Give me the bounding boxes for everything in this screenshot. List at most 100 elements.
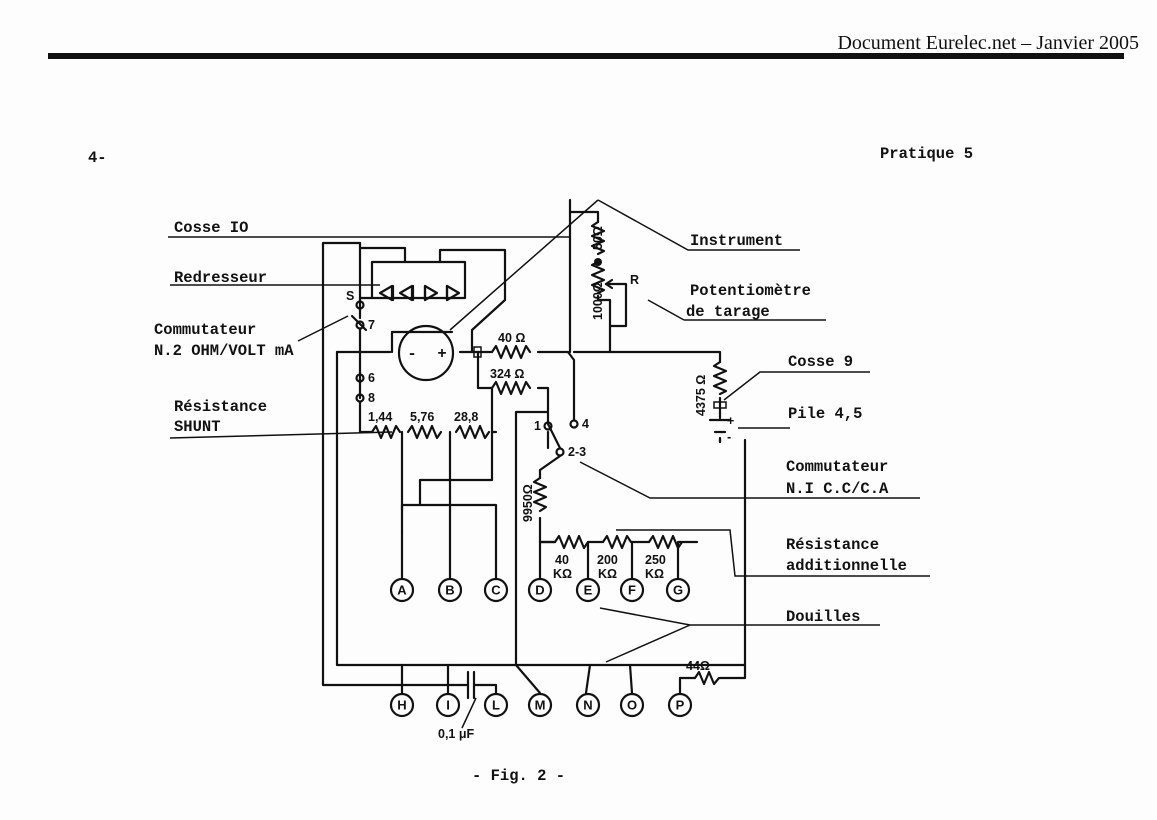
meter-plus: + — [437, 345, 446, 363]
resistor-shunt-1 — [370, 424, 402, 440]
jack-label-c: C — [491, 583, 501, 598]
value-1000-ohm: 1000Ω — [591, 282, 605, 320]
jack-label-n: N — [583, 698, 592, 713]
resistor-4375 — [712, 360, 728, 396]
jack-label-m: M — [535, 698, 546, 713]
label-shunt-line2: SHUNT — [174, 418, 221, 436]
label-potentiometre-line1: Potentiomètre — [690, 282, 811, 300]
jack-f — [619, 577, 645, 603]
jack-i — [435, 692, 461, 718]
switch-pos-8: 8 — [368, 391, 375, 405]
label-shunt-line1: Résistance — [174, 398, 267, 416]
label-commutateur-1-line2: N.I C.C/C.A — [786, 480, 889, 498]
jack-label-l: L — [492, 698, 500, 713]
label-res-add-line2: additionnelle — [786, 557, 907, 575]
value-shunt-1: 1,44 — [368, 410, 392, 424]
switch-pos-2-3: 2-3 — [568, 445, 586, 459]
meter-minus: - — [407, 345, 416, 363]
label-instrument: Instrument — [690, 232, 783, 250]
resistor-9950 — [532, 476, 548, 513]
callout-lines — [168, 199, 930, 663]
label-potentiometre-line2: de tarage — [686, 303, 770, 321]
value-shunt-2: 5,76 — [410, 410, 434, 424]
jack-label-p: P — [676, 698, 685, 713]
jack-a — [389, 577, 415, 603]
resistor-40 — [490, 344, 532, 360]
switch-pos-6: 6 — [368, 371, 375, 385]
value-324-ohm: 324 Ω — [490, 367, 524, 381]
jack-o — [619, 692, 645, 718]
switch-contacts — [355, 300, 579, 457]
value-40k: 40 — [555, 553, 569, 567]
value-200k-unit: KΩ — [598, 567, 617, 581]
capacitor — [458, 670, 484, 729]
resistor-50 — [590, 220, 606, 256]
jack-label-h: H — [397, 698, 406, 713]
resistor-200k — [601, 534, 633, 550]
page-number: 4- — [88, 149, 107, 167]
jack-m — [527, 692, 553, 718]
jack-e — [575, 577, 601, 603]
jack-g — [665, 577, 691, 603]
label-pile: Pile 4,5 — [788, 405, 862, 423]
battery-minus: - — [727, 430, 731, 444]
jack-label-g: G — [673, 583, 683, 598]
jack-b — [437, 577, 463, 603]
jack-n — [575, 692, 601, 718]
switch-pos-s: S — [346, 289, 354, 303]
battery-cell: + - — [708, 401, 734, 444]
junction-dot — [594, 258, 602, 266]
header-rule — [48, 53, 1124, 59]
label-res-add-line1: Résistance — [786, 536, 879, 554]
galvanometer: - + — [397, 324, 482, 382]
value-50-ohm: 50Ω — [591, 226, 605, 250]
jack-label-i: I — [446, 698, 450, 713]
label-cosse-10: Cosse IO — [174, 219, 248, 237]
resistor-shunt-3 — [454, 424, 491, 440]
jack-l — [483, 692, 509, 718]
resistor-40k — [553, 534, 590, 550]
switch-pos-1: 1 — [534, 419, 541, 433]
resistor-1000 — [590, 260, 606, 295]
jack-p — [667, 692, 693, 718]
label-cosse-9: Cosse 9 — [788, 353, 853, 371]
resistor-shunt-2 — [406, 424, 443, 440]
value-capacitor: 0,1 μF — [438, 727, 474, 741]
resistor-324 — [490, 380, 532, 396]
value-250k-unit: KΩ — [645, 567, 664, 581]
value-4375-ohm: 4375 Ω — [694, 375, 708, 416]
document-source-header: Document Eurelec.net – Janvier 2005 — [837, 32, 1139, 54]
value-44-ohm: 44Ω — [686, 659, 710, 673]
jack-label-e: E — [584, 583, 593, 598]
value-200k: 200 — [597, 553, 618, 567]
value-40-ohm: 40 Ω — [498, 331, 525, 345]
jack-label-o: O — [627, 698, 637, 713]
resistor-250k — [647, 534, 684, 550]
jack-label-a: A — [397, 583, 407, 598]
resistors — [370, 220, 728, 686]
circuit-wires — [321, 198, 747, 695]
value-40k-unit: KΩ — [553, 567, 572, 581]
jack-h — [389, 692, 415, 718]
resistor-44 — [693, 670, 721, 686]
battery-plus: + — [727, 414, 734, 428]
label-redresseur: Redresseur — [174, 269, 267, 287]
section-title: Pratique 5 — [880, 145, 973, 163]
jack-c — [483, 577, 509, 603]
switch-pos-4: 4 — [582, 417, 589, 431]
switch-pos-7: 7 — [368, 318, 375, 332]
jack-d — [527, 577, 553, 603]
figure-caption: - Fig. 2 - — [472, 767, 565, 785]
label-commutateur-2-line1: Commutateur — [154, 321, 256, 339]
value-shunt-3: 28,8 — [454, 410, 478, 424]
rectifier-diodes — [378, 284, 461, 302]
jack-label-f: F — [628, 583, 636, 598]
value-pot-r: R — [630, 273, 639, 287]
jack-label-b: B — [445, 583, 454, 598]
label-douilles: Douilles — [786, 608, 860, 626]
jacks: A B C D E F G H I L M N O P — [389, 577, 693, 718]
jack-label-d: D — [535, 583, 544, 598]
value-9950-ohm: 9950Ω — [521, 484, 535, 522]
